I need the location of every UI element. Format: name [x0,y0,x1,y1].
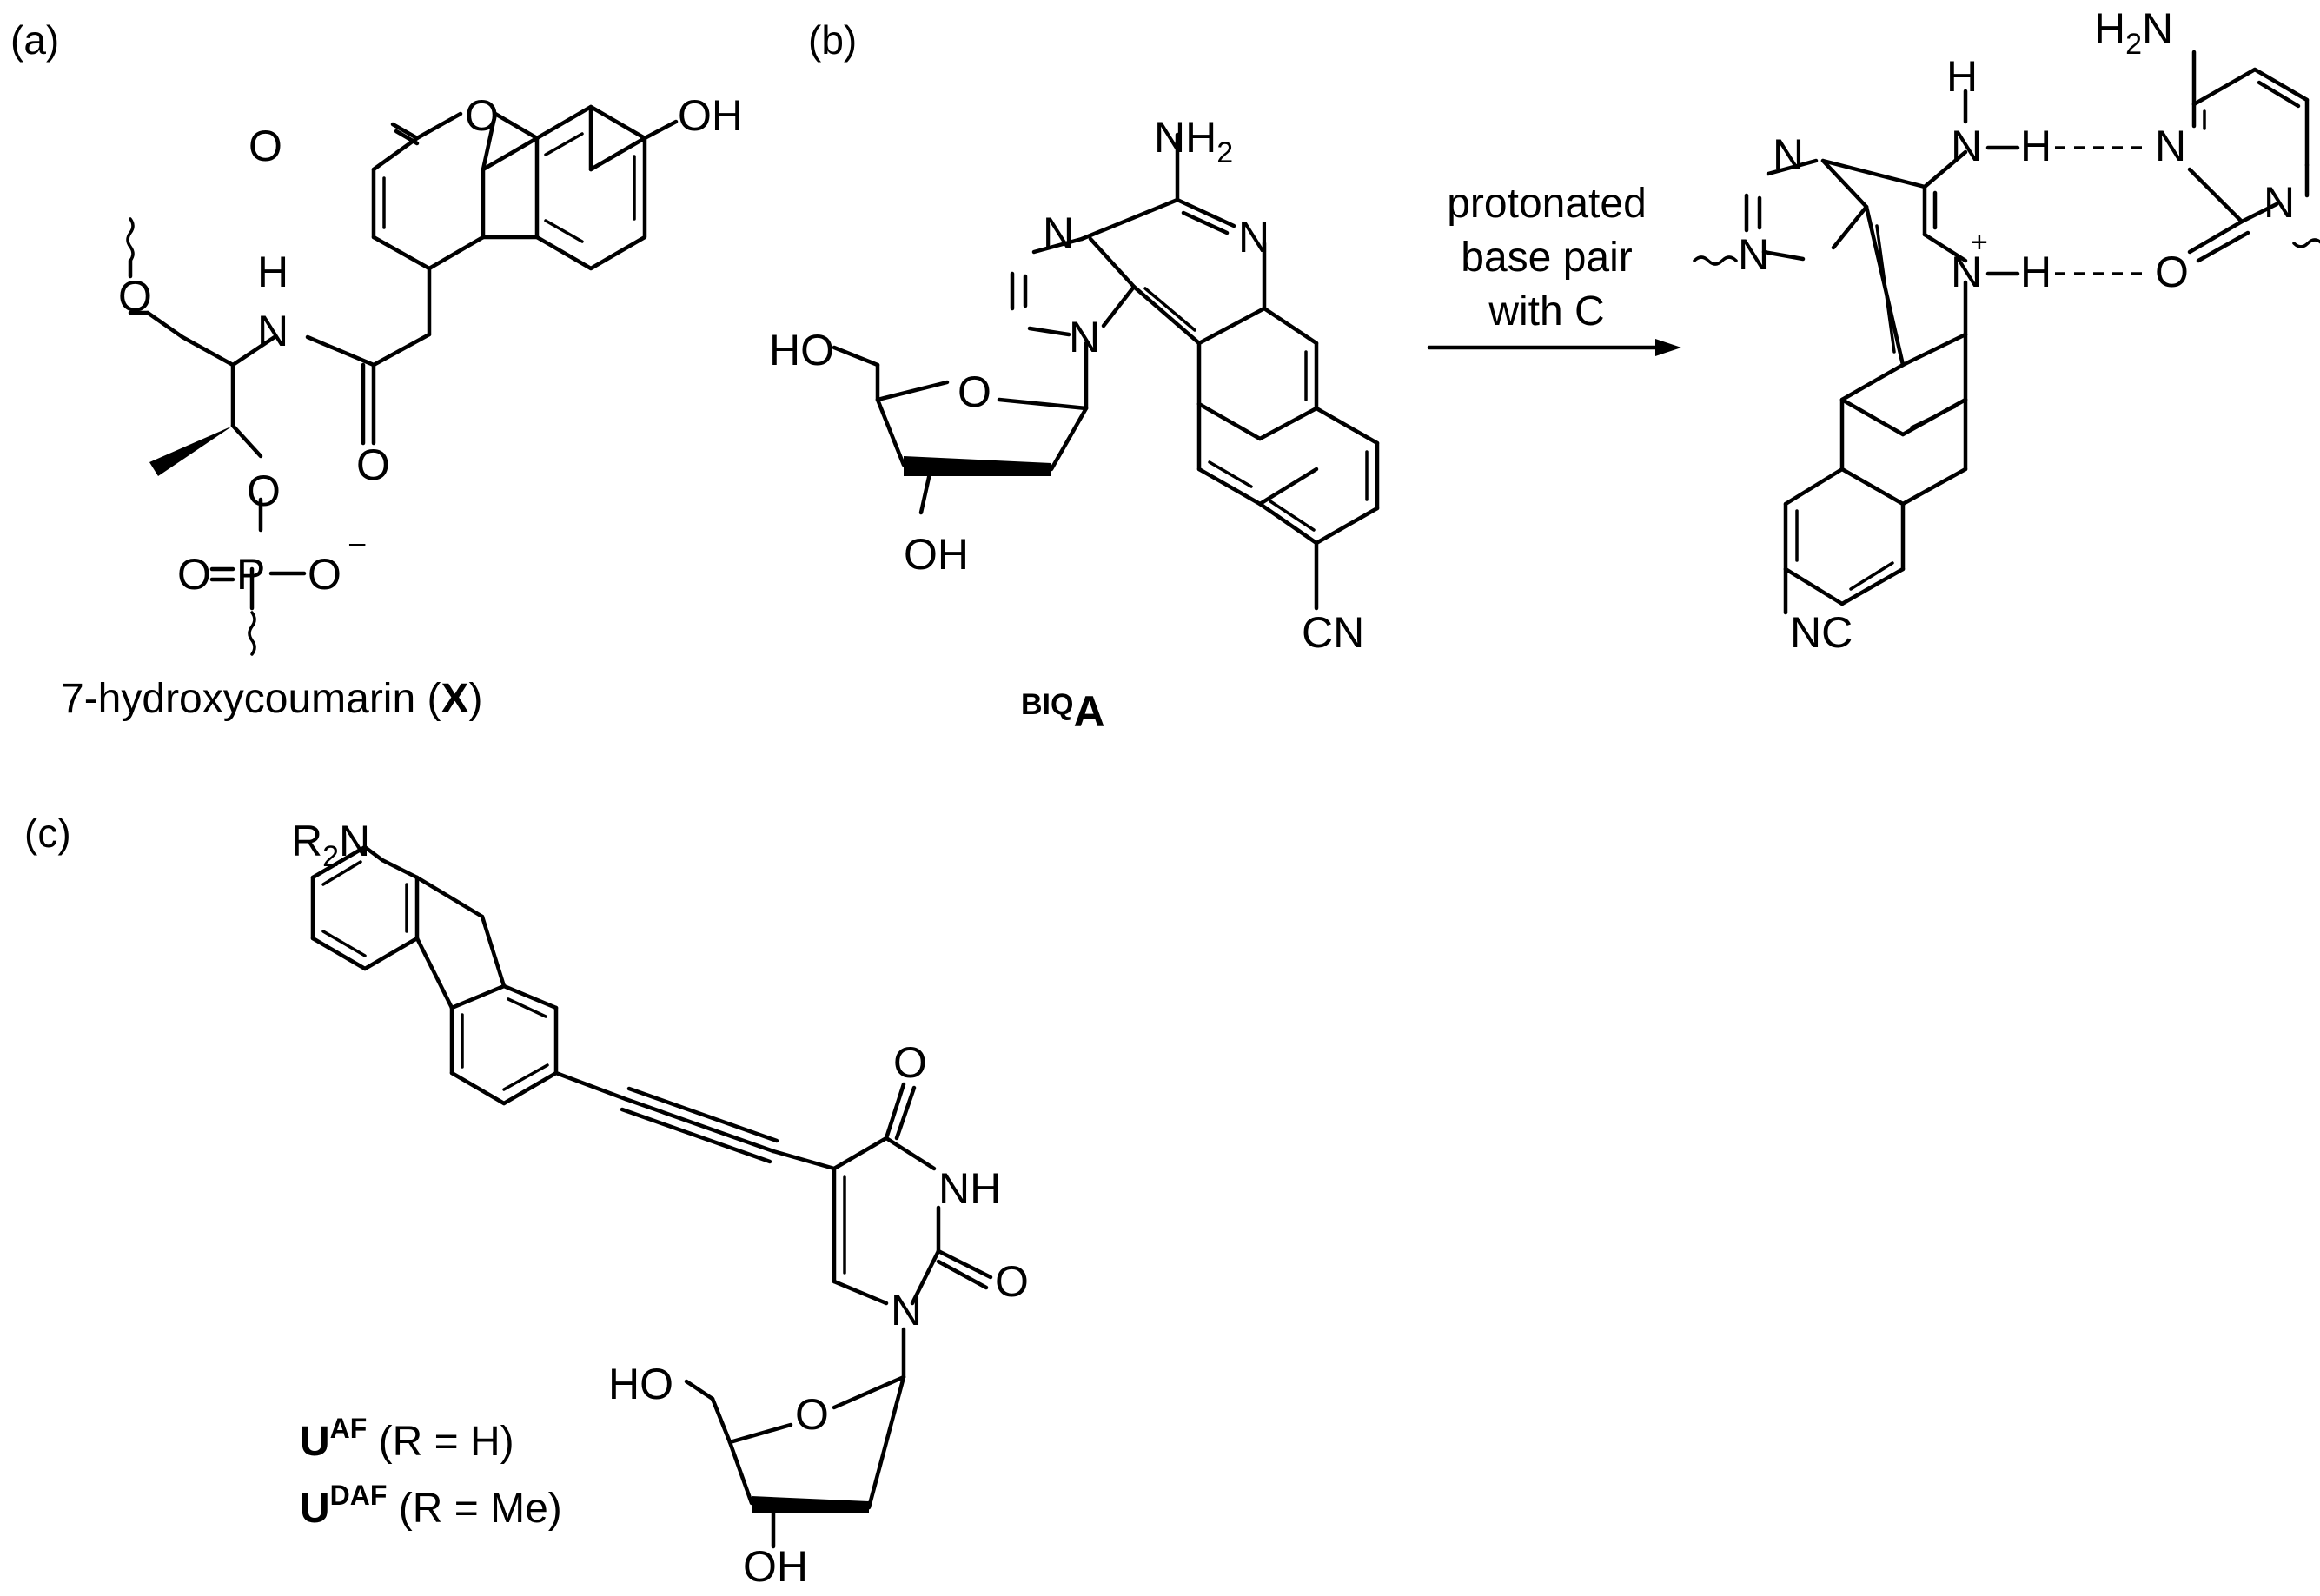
compound-name-biqa: BIQA [1021,687,1105,736]
atom-o-cyt-pair: O [2155,248,2189,296]
atom-ho-c: HO [608,1360,673,1408]
atom-n-glyc-b: N [1069,313,1100,361]
atom-p-a: P [236,550,265,599]
atom-o-amide-a: O [356,440,390,489]
atom-nh-n-a: N [257,307,288,355]
legend-udaf: UDAF (R = Me) [300,1480,562,1532]
atom-r2n-c: R2N [291,817,370,873]
atom-o-sugar-c: O [795,1390,829,1439]
panel-b-structure [832,132,1681,611]
atom-n-plus-pair: N [1951,248,1982,296]
atom-n-imid-pair: N [1773,130,1804,179]
atom-o-carbonyl-a: O [249,122,282,170]
atom-p-o-a: O [177,550,211,599]
arrow-text-line-1: protonated [1447,181,1647,227]
panel-b-atoms: NH2 N N N HO O OH CN [769,113,1364,657]
atom-o-phos-a: O [247,467,281,515]
atom-n-glyc-pair: N [1738,230,1769,279]
panel-c-atoms: R2N O NH O N HO O OH [291,817,1029,1591]
arrow-text-line-2: base pair [1461,235,1632,281]
plus-charge-pair: + [1971,226,1988,259]
atom-oh-b: OH [904,530,969,579]
atom-o-right-c: O [995,1257,1029,1306]
panel-b-pair-atoms: H2N H N H N N N N + H O N NC [1738,4,2295,657]
atom-h-amino-pair: H [2020,122,2052,170]
atom-oh-c: OH [743,1542,808,1591]
atom-cn-b: CN [1302,608,1364,657]
atom-n1-c: N [891,1286,922,1334]
atom-o-sugar-b: O [958,368,991,416]
atom-o-ring-a: O [465,91,499,140]
atom-nh2-b: NH2 [1154,113,1233,169]
atom-n-cyt3-pair: N [2155,122,2186,170]
reaction-arrow-label: protonated base pair with C [1447,181,1647,334]
atom-ho-b: HO [769,326,834,374]
atom-nc-pair: NC [1790,608,1853,657]
atom-nh-h-a: H [257,248,288,296]
panel-label-a: (a) [10,17,59,63]
panel-a-structure [126,104,679,656]
caption-a: 7-hydroxycoumarin (X) [61,676,482,722]
panel-c-structure [310,844,993,1549]
atom-n-pyr-b: N [1238,213,1269,262]
atom-o-top-c: O [893,1038,927,1087]
atom-o-ether-a: O [118,272,152,321]
minus-charge-a: − [348,527,367,564]
atom-p-o-minus-a: O [308,550,341,599]
arrow-text-line-3: with C [1488,288,1604,334]
panel-a-atoms: O O OH O H N O O O P O − [118,91,743,599]
panel-c-legend: UAF (R = H) UDAF (R = Me) [300,1413,562,1532]
atom-h2n-pair: H2N [2094,4,2173,61]
atom-h-top-pair: H [1946,52,1978,101]
atom-n-amino-pair: N [1951,122,1982,170]
atom-n-cyt1-pair: N [2264,178,2295,227]
panel-label-c: (c) [24,811,71,856]
atom-nh-c: NH [938,1164,1001,1213]
panel-b-pair-structure [1693,50,2320,615]
atom-oh-a: OH [678,91,743,140]
atom-h-plus-pair: H [2020,248,2052,296]
panel-label-b: (b) [808,17,857,63]
atom-n-imid-b: N [1043,209,1074,257]
legend-uaf: UAF (R = H) [300,1413,514,1465]
